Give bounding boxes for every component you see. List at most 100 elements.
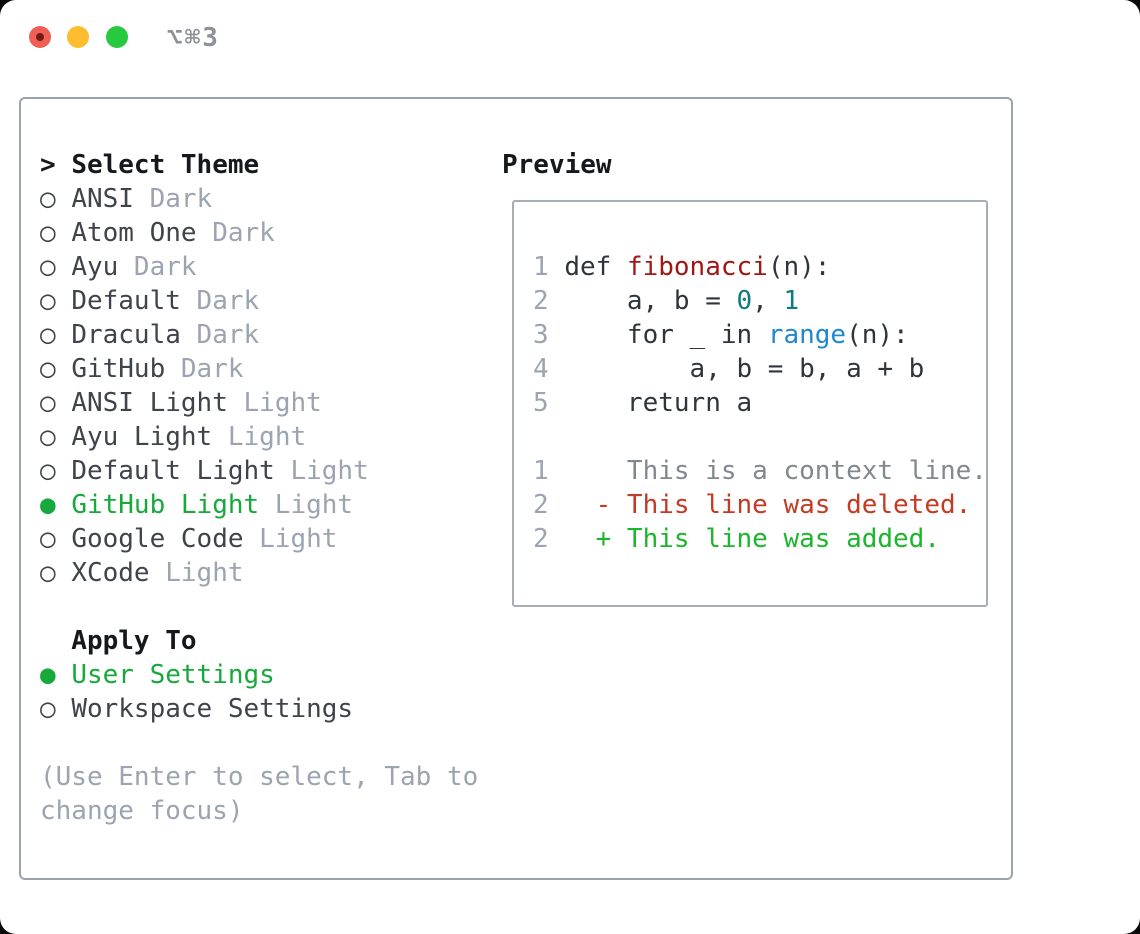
theme-name: GitHub [71,354,166,384]
theme-variant: Light [274,456,369,486]
line-number: 1 [533,456,565,486]
theme-variant: Dark [180,320,260,350]
line-number: 2 [533,286,565,316]
line-number: 2 [533,490,565,520]
theme-selector-pane: > Select Theme ○ ANSI Dark○ Atom One Dar… [40,148,478,828]
code-token: def [564,252,627,282]
theme-variant: Dark [165,354,244,384]
window-title: ⌥⌘3 [167,23,220,53]
theme-variant: Light [212,422,307,452]
code-token: for _ in [564,320,768,350]
code-token: (n): [767,252,831,282]
line-number: 5 [533,388,565,418]
radio-unselected-icon: ○ [40,558,72,588]
theme-name: Default Light [71,456,275,486]
code-token: return a [564,388,753,418]
radio-selected-icon: ● [40,660,72,690]
theme-name: Ayu [71,252,119,282]
theme-option-dracula[interactable]: ○ Dracula Dark [40,318,478,352]
spacer [533,420,986,454]
record-dot-icon [36,33,44,41]
diff-line: 2 + This line was added. [533,522,986,556]
apply-option-label: Workspace Settings [71,694,354,724]
theme-option-github-light[interactable]: ● GitHub Light Light [40,488,478,522]
line-number: 1 [533,252,565,282]
code-token: + This line was added. [564,524,940,554]
maximize-button[interactable] [106,26,128,48]
diff-line: 1 This is a context line. [533,454,987,488]
theme-variant: Dark [180,286,260,316]
radio-unselected-icon: ○ [40,184,72,214]
theme-name: ANSI [71,184,134,214]
diff-preview: 1 This is a context line.2 - This line w… [533,454,987,556]
code-token: 1 [783,286,800,316]
radio-unselected-icon: ○ [40,388,72,418]
preview-header: Preview [502,150,612,180]
code-line: 5 return a [533,386,986,420]
theme-picker-panel: > Select Theme ○ ANSI Dark○ Atom One Dar… [19,97,1013,880]
radio-unselected-icon: ○ [40,252,72,282]
radio-unselected-icon: ○ [40,422,72,452]
code-token: (n): [846,320,909,350]
theme-name: XCode [71,558,150,588]
spacer [40,590,478,624]
theme-option-ayu-light[interactable]: ○ Ayu Light Light [40,420,478,454]
theme-option-ansi-light[interactable]: ○ ANSI Light Light [40,386,478,420]
code-line: 2 a, b = 0, 1 [533,284,986,318]
theme-list: ○ ANSI Dark○ Atom One Dark○ Ayu Dark○ De… [40,182,478,590]
hint-text: (Use Enter to select, Tab to change focu… [40,762,479,826]
theme-name: ANSI Light [71,388,228,418]
select-theme-title: Select Theme [71,150,260,180]
prompt-caret-icon: > [40,150,72,180]
theme-option-default-light[interactable]: ○ Default Light Light [40,454,478,488]
code-line: 3 for _ in range(n): [533,318,986,352]
theme-variant: Light [149,558,244,588]
code-token: 0 [736,286,753,316]
apply-option-user-settings[interactable]: ● User Settings [40,658,478,692]
theme-option-google-code[interactable]: ○ Google Code Light [40,522,478,556]
radio-unselected-icon: ○ [40,354,72,384]
radio-unselected-icon: ○ [40,320,72,350]
code-token: - This line was deleted. [564,490,972,520]
theme-name: Dracula [71,320,181,350]
code-line: 4 a, b = b, a + b [533,352,986,386]
theme-option-ansi[interactable]: ○ ANSI Dark [40,182,478,216]
theme-option-default[interactable]: ○ Default Dark [40,284,478,318]
close-button[interactable] [29,26,51,48]
theme-variant: Light [259,490,354,520]
line-number: 2 [533,524,565,554]
radio-unselected-icon: ○ [40,524,72,554]
code-line: 1 def fibonacci(n): [533,250,986,284]
theme-option-xcode[interactable]: ○ XCode Light [40,556,478,590]
theme-option-atom-one[interactable]: ○ Atom One Dark [40,216,478,250]
theme-option-github[interactable]: ○ GitHub Dark [40,352,478,386]
spacer [40,726,478,760]
code-token: fibonacci [626,252,768,282]
theme-variant: Light [227,388,322,418]
theme-variant: Dark [196,218,275,248]
radio-unselected-icon: ○ [40,456,72,486]
radio-unselected-icon: ○ [40,218,72,248]
radio-unselected-icon: ○ [40,694,72,724]
line-number: 4 [533,354,565,384]
theme-name: Google Code [71,524,244,554]
theme-option-ayu[interactable]: ○ Ayu Dark [40,250,478,284]
apply-option-workspace-settings[interactable]: ○ Workspace Settings [40,692,478,726]
theme-name: Ayu Light [71,422,213,452]
theme-variant: Dark [133,184,213,214]
apply-to-header: Apply To [40,626,197,656]
code-token: a, b = b, a + b [564,354,925,384]
theme-name: Atom One [71,218,197,248]
minimize-button[interactable] [67,26,89,48]
line-number: 3 [533,320,565,350]
theme-variant: Light [243,524,338,554]
radio-unselected-icon: ○ [40,286,72,316]
theme-name: GitHub Light [71,490,260,520]
theme-name: Default [71,286,181,316]
code-token: This is a context line. [564,456,987,486]
code-token: a, b = [564,286,737,316]
diff-line: 2 - This line was deleted. [533,488,986,522]
